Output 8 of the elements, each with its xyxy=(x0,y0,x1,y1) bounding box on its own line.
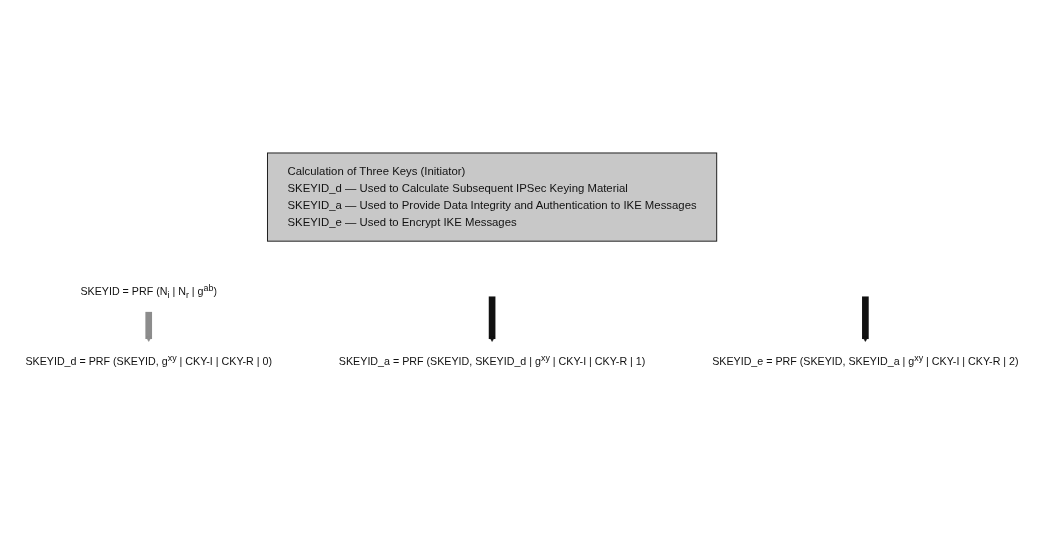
node-box: Calculation of Three Keys (Initiator) SKEYID_d — Used to Calculate Subsequent IPSec Keying Material SKEYID_a — Used to Provide Data Integrity and Authentication to IKE Messages SKEYID_e — Used to Encrypt IKE Messages xyxy=(267,152,718,242)
arrow xyxy=(145,311,153,342)
node-text: SKEYID_e = PRF (SKEYID, SKEYID_a | g$^{xy}$ | CKY-I | CKY-R | 2) xyxy=(712,353,1019,368)
node-text: SKEYID_d = PRF (SKEYID, g$^{xy}$ | CKY-I | CKY-R | 0) xyxy=(25,353,273,368)
node-text: SKEYID = PRF (N$_{i}$ | N$_{r}$ | g$^{ab}$) xyxy=(80,282,217,300)
arrow xyxy=(862,296,869,342)
node-text: SKEYID_a = PRF (SKEYID, SKEYID_d | g$^{xy}$ | CKY-I | CKY-R | 1) xyxy=(338,353,646,368)
arrow xyxy=(488,296,496,342)
